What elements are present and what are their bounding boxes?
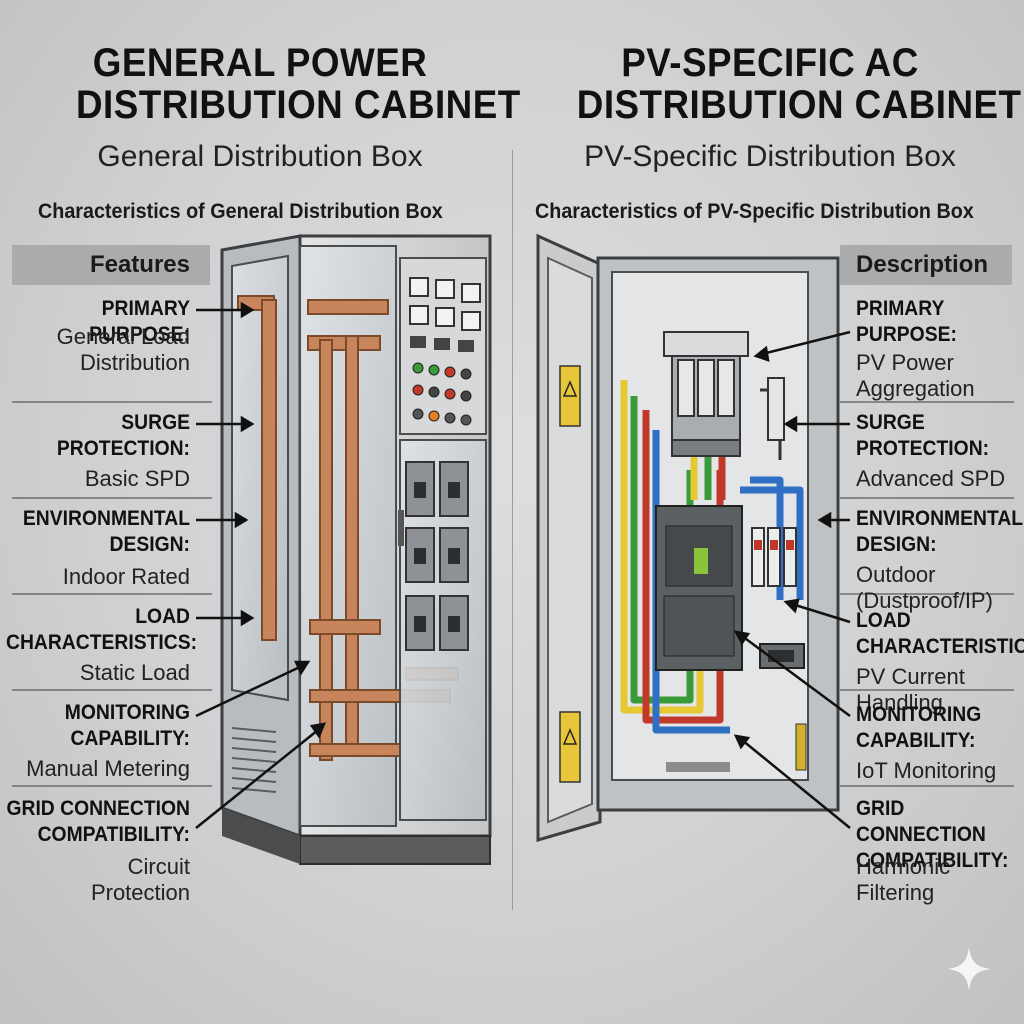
right-row-label-grid-connection: GRID CONNECTION COMPATIBILITY: xyxy=(856,797,1009,872)
right-title-line2: DISTRIBUTION CABINET xyxy=(576,83,1022,127)
left-column-header-label: Features xyxy=(89,251,190,278)
warning-icon xyxy=(559,365,581,427)
general-cabinet xyxy=(220,234,492,865)
right-row-value-primary-purpose: PV Power Aggregation xyxy=(856,350,975,401)
right-row-value-load-characteristics: PV Current Handling xyxy=(856,664,965,715)
right-column-header-text: Description xyxy=(856,251,989,278)
left-row-value-primary-purpose: General Load Distribution xyxy=(56,324,190,375)
right-table-rules xyxy=(840,401,1014,787)
left-row-value-load-characteristics: Static Load xyxy=(79,660,190,685)
left-column-header-overlay: Features xyxy=(12,245,210,285)
right-row-value-monitoring-capability: IoT Monitoring xyxy=(856,758,997,783)
center-divider xyxy=(512,150,513,910)
left-row-value-monitoring-capability: Manual Metering xyxy=(26,756,190,781)
left-row-label-environmental-design: ENVIRONMENTAL DESIGN: xyxy=(22,507,191,556)
pv-cabinet xyxy=(536,233,840,842)
left-row-label-load-characteristics: LOAD CHARACTERISTICS: xyxy=(6,605,198,654)
right-row-value-grid-connection: Harmonic Filtering xyxy=(856,854,951,905)
right-callout-arrows xyxy=(733,330,851,829)
right-column-header: Description xyxy=(840,245,1012,285)
right-row-label-surge-protection: SURGE PROTECTION: xyxy=(856,411,990,460)
left-subtitle: General Distribution Box xyxy=(97,140,423,173)
sparkle-icon xyxy=(947,947,991,991)
right-row-label-load-characteristics: LOAD CHARACTERISTICS: xyxy=(856,609,1024,658)
left-row-value-grid-connection: Circuit Protection xyxy=(90,854,190,905)
warning-icon xyxy=(559,711,581,783)
left-row-label-grid-connection: GRID CONNECTION COMPATIBILITY: xyxy=(6,797,190,846)
left-characteristics-heading: Characteristics of General Distribution … xyxy=(38,200,443,223)
left-table-rules xyxy=(12,401,212,787)
left-callout-arrows xyxy=(195,301,327,829)
left-title-line1: GENERAL POWER xyxy=(92,41,428,85)
right-title-line1: PV-SPECIFIC AC xyxy=(621,41,919,85)
right-row-label-monitoring-capability: MONITORING CAPABILITY: xyxy=(856,703,982,752)
left-row-label-monitoring-capability: MONITORING CAPABILITY: xyxy=(64,701,190,750)
right-title: PV-SPECIFIC AC DISTRIBUTION CABINET xyxy=(576,41,1022,127)
right-row-label-environmental-design: ENVIRONMENTAL DESIGN: xyxy=(856,507,1023,556)
left-row-value-environmental-design: Indoor Rated xyxy=(62,564,190,589)
right-row-value-environmental-design: Outdoor (Dustproof/IP) xyxy=(856,562,993,613)
right-row-label-primary-purpose: PRIMARY PURPOSE: xyxy=(856,297,957,346)
right-row-value-surge-protection: Advanced SPD xyxy=(856,466,1006,491)
left-row-value-surge-protection: Basic SPD xyxy=(84,466,190,491)
right-characteristics-heading: Characteristics of PV-Specific Distribut… xyxy=(535,200,974,223)
right-subtitle: PV-Specific Distribution Box xyxy=(584,140,956,173)
left-row-label-primary-purpose: PRIMARY PURPOSE: xyxy=(89,297,190,346)
left-row-label-surge-protection: SURGE PROTECTION: xyxy=(56,411,191,460)
